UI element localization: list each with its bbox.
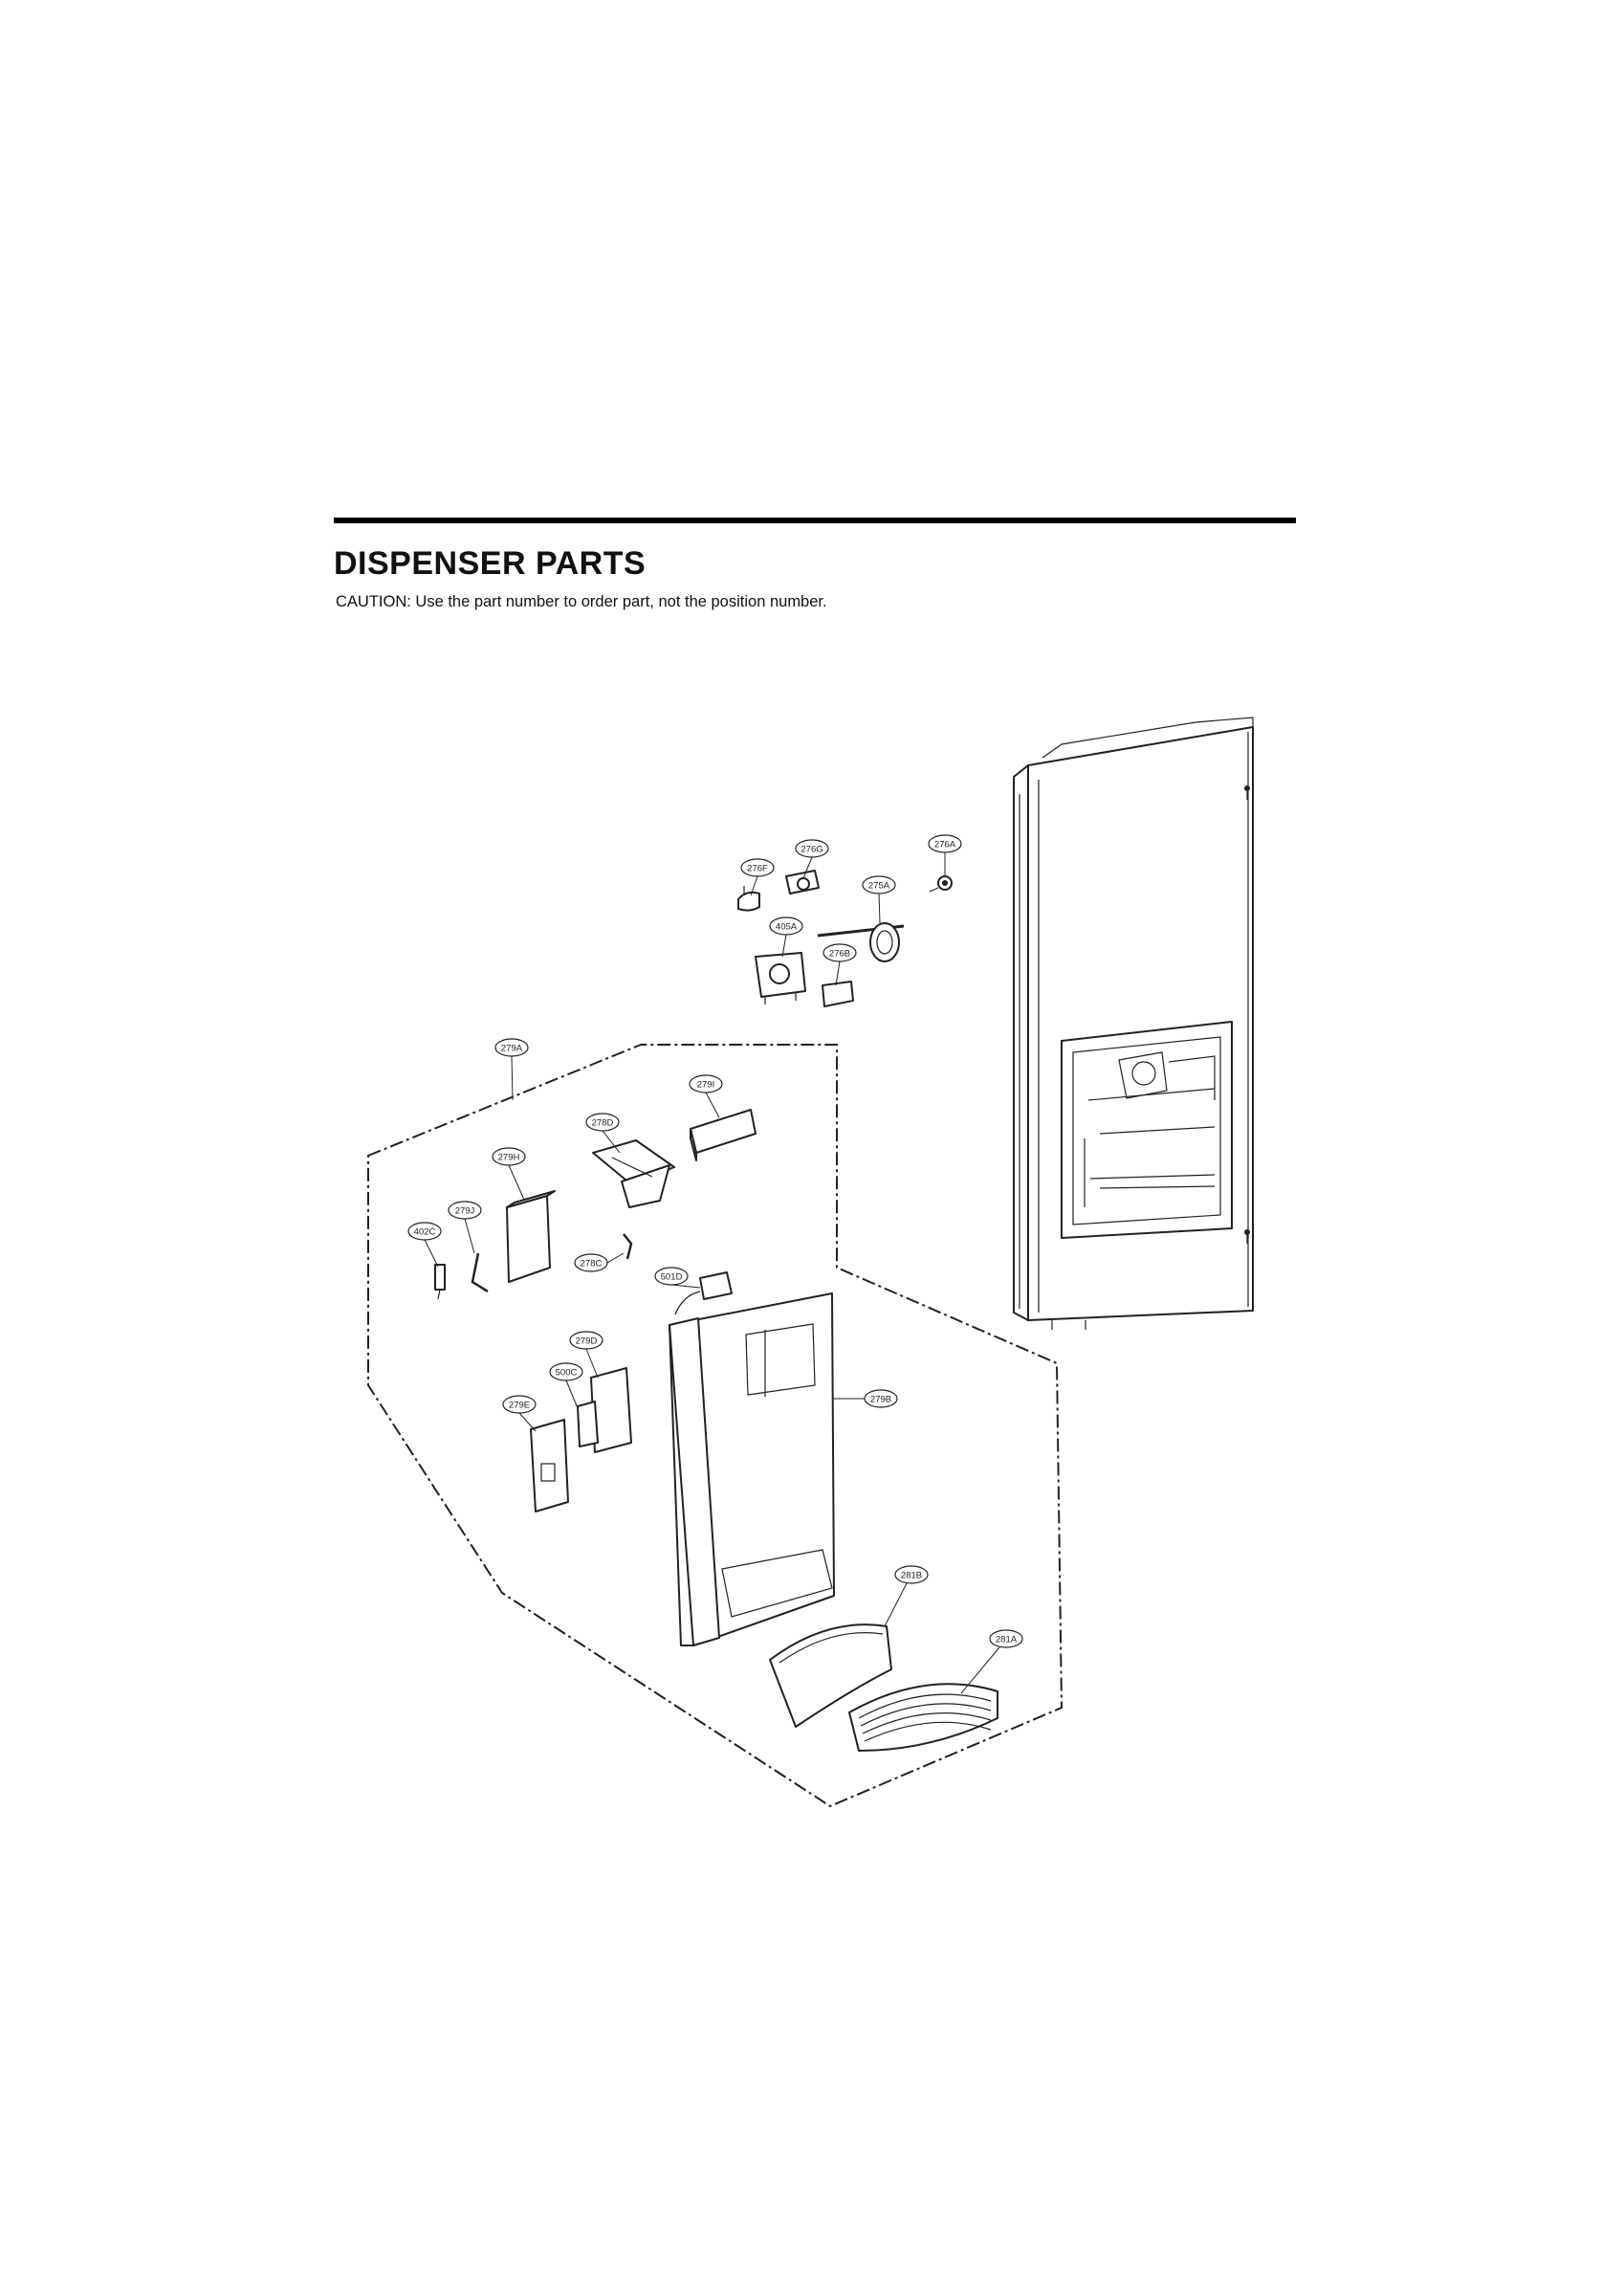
svg-text:276F: 276F (747, 864, 768, 874)
part-276F (737, 886, 760, 912)
callout-279D: 279D (569, 1331, 603, 1350)
callout-405A: 405A (769, 916, 803, 936)
part-276B (822, 981, 854, 1007)
svg-text:278D: 278D (592, 1118, 614, 1129)
svg-text:275A: 275A (868, 881, 890, 892)
callout-279I: 279I (689, 1074, 723, 1093)
part-279E (530, 1419, 569, 1512)
svg-text:279J: 279J (455, 1206, 475, 1217)
part-500C (577, 1401, 599, 1447)
svg-text:279D: 279D (576, 1336, 598, 1347)
callout-276G: 276G (795, 839, 829, 858)
svg-text:278C: 278C (581, 1259, 603, 1269)
callout-278D: 278D (585, 1113, 620, 1132)
part-405A (755, 952, 806, 1004)
callout-275A: 275A (862, 875, 896, 894)
svg-text:276B: 276B (829, 949, 850, 960)
caution-note: CAUTION: Use the part number to order pa… (336, 593, 827, 610)
part-402C (434, 1264, 446, 1300)
callout-279B: 279B (864, 1389, 898, 1408)
svg-text:402C: 402C (414, 1227, 436, 1238)
callout-279A: 279A (494, 1038, 529, 1057)
part-278C (623, 1233, 633, 1260)
part-279J (471, 1252, 489, 1293)
svg-text:281B: 281B (901, 1571, 922, 1581)
part-501D (674, 1271, 733, 1315)
svg-text:276G: 276G (801, 845, 822, 855)
svg-text:501D: 501D (661, 1272, 683, 1283)
part-278D (592, 1139, 675, 1208)
callout-276B: 276B (822, 943, 857, 962)
assembly-279A-boundary (367, 1044, 1064, 1808)
door-panel (1013, 717, 1254, 1330)
svg-text:500C: 500C (556, 1368, 578, 1379)
callout-279J: 279J (448, 1201, 482, 1220)
svg-text:281A: 281A (996, 1635, 1018, 1645)
svg-text:405A: 405A (776, 922, 798, 933)
part-279H (506, 1190, 556, 1283)
callout-402C: 402C (407, 1222, 442, 1241)
callout-501D: 501D (654, 1267, 689, 1286)
callout-276F: 276F (740, 858, 775, 877)
callout-276A: 276A (928, 834, 962, 853)
svg-text:279B: 279B (870, 1395, 891, 1405)
callout-279H: 279H (492, 1147, 526, 1166)
callout-279E: 279E (502, 1395, 537, 1414)
leader-lines (424, 852, 1000, 1694)
part-279B (669, 1292, 835, 1646)
svg-text:279H: 279H (498, 1153, 520, 1163)
part-275A (817, 922, 905, 962)
callout-281B: 281B (894, 1565, 929, 1584)
header-rule (334, 518, 1296, 523)
page-title: DISPENSER PARTS (334, 545, 647, 582)
dispenser-recess (1061, 1021, 1233, 1239)
callout-278C: 278C (574, 1253, 608, 1272)
part-281B (769, 1623, 892, 1728)
svg-text:279A: 279A (501, 1044, 523, 1054)
part-276A (929, 875, 953, 893)
part-279I (690, 1109, 757, 1161)
part-276G (785, 870, 820, 894)
svg-text:276A: 276A (934, 840, 956, 850)
svg-text:279E: 279E (509, 1401, 530, 1411)
callout-281A: 281A (989, 1629, 1023, 1648)
part-281A (848, 1683, 998, 1752)
svg-text:279I: 279I (697, 1080, 715, 1091)
callout-500C: 500C (549, 1362, 583, 1381)
